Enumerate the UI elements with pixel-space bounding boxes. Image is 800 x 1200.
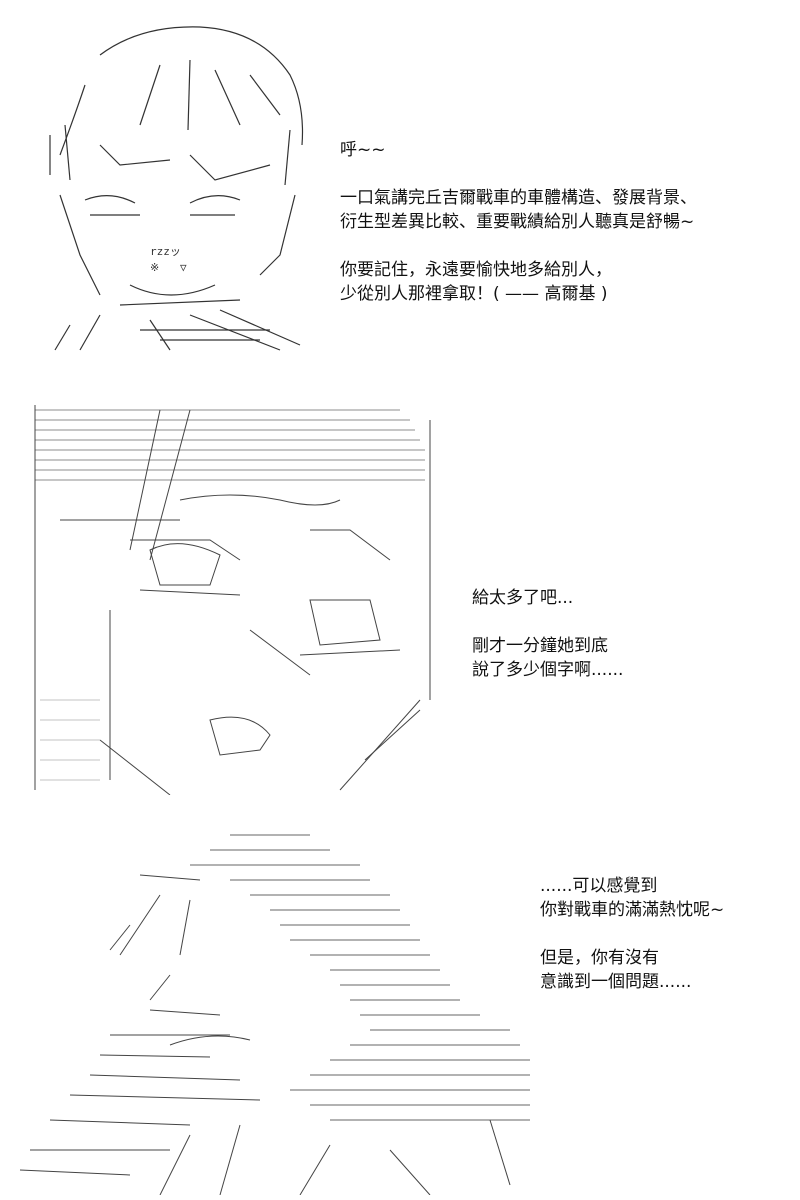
ascii-art-character-1: rzzッ ※ ▽ [40, 15, 320, 355]
dialog-line: 剛才一分鐘她到底 [472, 636, 608, 656]
dialog-text-3: ......可以感覺到 你對戰車的滿滿熱忱呢~ 但是，你有沒有 意識到一個問題.… [540, 874, 724, 994]
panel-2: 給太多了吧... 剛才一分鐘她到底 說了多少個字啊...... [0, 390, 800, 800]
sparkle-symbol: ※ [150, 261, 159, 274]
panel-3: ......可以感覺到 你對戰車的滿滿熱忱呢~ 但是，你有沒有 意識到一個問題.… [0, 820, 800, 1200]
dialog-line: 說了多少個字啊...... [472, 660, 624, 680]
dialog-line: 意識到一個問題...... [540, 972, 692, 992]
dialog-line: 你對戰車的滿滿熱忱呢~ [540, 900, 725, 920]
dialog-line: 你要記住，永遠要愉快地多給別人， [340, 260, 612, 280]
dialog-line: 呼~~ [340, 140, 386, 160]
dialog-line: ......可以感覺到 [540, 876, 658, 896]
dialog-text-2: 給太多了吧... 剛才一分鐘她到底 說了多少個字啊...... [472, 586, 623, 682]
dialog-line: 給太多了吧... [472, 588, 574, 608]
dialog-line: 少從別人那裡拿取！( —— 高爾基 ) [340, 284, 608, 304]
zzz-text: rzzッ [150, 245, 181, 258]
dialog-line: 但是，你有沒有 [540, 948, 659, 968]
panel-1: rzzッ ※ ▽ 呼~~ 一口氣講完丘吉爾戰車的車體構造、發展背景、 衍生型差異… [0, 0, 800, 370]
ascii-art-character-3 [10, 825, 540, 1195]
ascii-art-character-2 [20, 400, 440, 795]
dialog-line: 衍生型差異比較、重要戰績給別人聽真是舒暢~ [340, 212, 695, 232]
triangle-symbol: ▽ [180, 261, 187, 274]
dialog-text-1: 呼~~ 一口氣講完丘吉爾戰車的車體構造、發展背景、 衍生型差異比較、重要戰績給別… [340, 138, 697, 306]
dialog-line: 一口氣講完丘吉爾戰車的車體構造、發展背景、 [340, 188, 697, 208]
